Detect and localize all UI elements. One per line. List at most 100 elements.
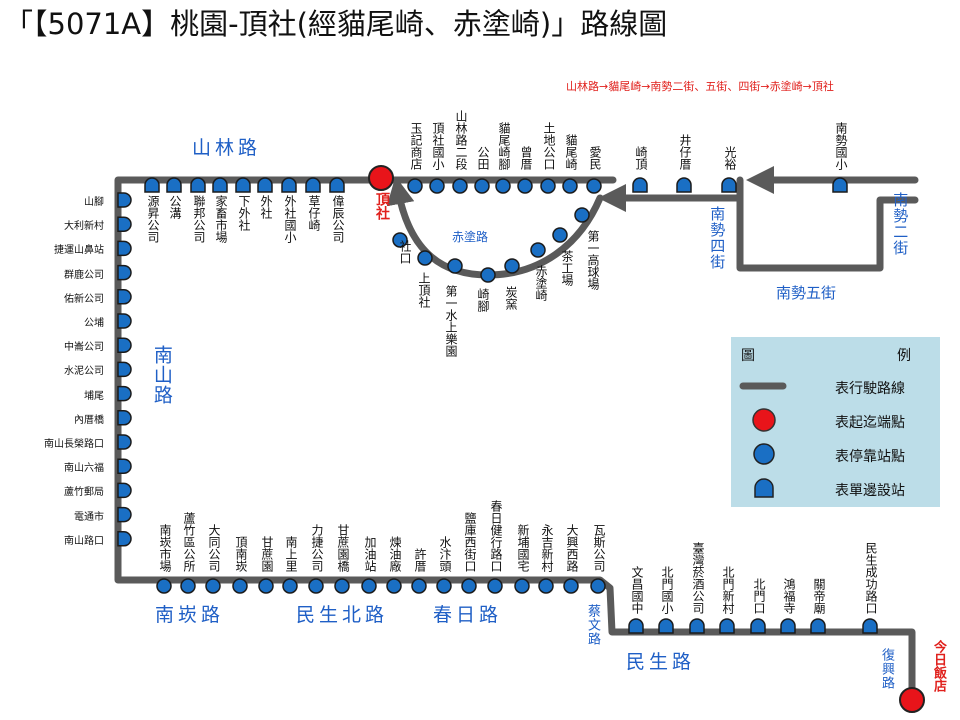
stop-label-bottom-10: 許厝 <box>413 548 427 572</box>
terminal-dot-icon <box>752 408 776 432</box>
stop-top-left-4 <box>235 177 251 193</box>
stop-loop-5 <box>530 242 546 258</box>
road-nanshan: 南山路 <box>150 345 173 405</box>
stop-label-top-right-9: 崎頂 <box>634 146 648 170</box>
stop-bottom-3 <box>232 578 248 594</box>
terminal-jinri-label: 今日飯店 <box>931 640 946 692</box>
stop-bottom-6 <box>308 578 324 594</box>
legend-label-route: 表行駛路線 <box>835 381 905 397</box>
stop-bottom-5 <box>282 578 298 594</box>
road-nantan: 南崁路 <box>155 604 225 626</box>
terminal-dots <box>368 165 925 713</box>
stop-label-loop-4: 炭窯 <box>504 286 518 310</box>
legend-title-left: 圖 <box>741 348 755 364</box>
single-side-stop-icon <box>754 478 774 498</box>
stop-label-top-right-5: 曾厝 <box>519 146 533 170</box>
stop-label-top-right-7: 貓尾崎 <box>564 134 578 170</box>
stop-bottom-right-0 <box>628 618 644 634</box>
stop-top-right-12 <box>832 177 848 193</box>
road-chitu: 赤塗路 <box>452 230 489 244</box>
stop-bottom-8 <box>361 578 377 594</box>
stop-top-right-10 <box>676 177 692 193</box>
stop-label-top-right-3: 公田 <box>476 146 490 170</box>
stop-label-bottom-right-5: 鴻福寺 <box>782 578 796 614</box>
stop-label-top-left-0: 源昇公司 <box>146 195 160 243</box>
route-note: 山林路→貓尾崎→南勢二街、五街、四街→赤塗崎→頂社 <box>566 80 834 93</box>
stop-label-top-right-4: 貓尾崎腳 <box>497 122 511 170</box>
stop-left-6 <box>117 337 132 353</box>
stop-top-left-0 <box>144 177 160 193</box>
stop-label-top-right-12: 南勢國小 <box>834 122 848 170</box>
stop-left-7 <box>117 361 132 378</box>
stop-bottom-10 <box>411 578 427 594</box>
legend-title-right: 例 <box>897 348 911 364</box>
stop-bottom-2 <box>205 578 221 594</box>
legend-icons <box>739 382 787 498</box>
stop-label-bottom-7: 甘蔗園橋 <box>336 524 350 572</box>
stop-label-left-6: 中崙公司 <box>64 342 104 354</box>
stop-left-13 <box>117 506 132 523</box>
stop-loop-6 <box>552 227 568 243</box>
stop-label-bottom-right-2: 臺灣菸酒公司 <box>691 542 705 614</box>
stop-top-right-3 <box>474 178 490 194</box>
legend: 圖 例 表行駛路線 表起迄端點 表停靠站點 表單邊設站 <box>731 337 940 507</box>
stop-label-bottom-11: 水汴頭 <box>438 536 452 572</box>
stop-top-right-0 <box>407 178 423 194</box>
stop-top-left-3 <box>212 177 228 193</box>
route-nanshi-line <box>736 176 919 272</box>
stop-bottom-17 <box>590 578 606 594</box>
stop-top-right-9 <box>632 177 648 193</box>
stop-bottom-12 <box>461 578 477 594</box>
stop-label-bottom-0: 南崁市場 <box>158 524 172 572</box>
stop-label-loop-7: 第一高球場 <box>586 230 600 290</box>
stop-left-5 <box>117 313 132 329</box>
stop-label-top-right-1: 頂社國小 <box>431 122 445 170</box>
stop-loop-1 <box>417 250 433 266</box>
stop-label-left-8: 埔尾 <box>84 390 104 402</box>
stop-label-top-right-8: 愛民 <box>588 146 602 170</box>
stop-label-loop-0: 社口 <box>398 240 412 264</box>
stop-label-top-left-8: 偉辰公司 <box>331 195 345 243</box>
stop-top-right-2 <box>452 178 468 194</box>
stop-label-top-right-6: 土地公口 <box>542 122 556 170</box>
stop-loop-0 <box>392 232 408 248</box>
road-minsheng-north: 民生北路 <box>296 604 389 626</box>
stop-label-bottom-13: 春日健行路口 <box>489 500 503 572</box>
stop-bottom-11 <box>436 578 452 594</box>
stop-bottom-right-2 <box>689 618 705 634</box>
stop-top-right-5 <box>517 178 533 194</box>
stop-label-top-left-6: 外社國小 <box>283 195 297 243</box>
stop-left-14 <box>117 531 132 547</box>
stop-top-left-5 <box>257 177 273 193</box>
stop-bottom-13 <box>487 578 503 594</box>
stop-left-8 <box>117 385 132 402</box>
stop-label-bottom-right-3: 北門新村 <box>721 566 735 614</box>
stop-label-left-4: 佑新公司 <box>64 293 104 305</box>
legend-label-terminal: 表起迄端點 <box>835 415 905 431</box>
stop-label-bottom-16: 大興西路 <box>565 524 579 572</box>
stop-label-loop-1: 上頂社 <box>417 272 431 308</box>
stop-bottom-right-1 <box>658 618 674 634</box>
stop-top-left-6 <box>281 177 297 193</box>
stop-label-bottom-right-0: 文昌國中 <box>630 566 644 614</box>
stop-bottom-1 <box>180 578 196 594</box>
stop-bottom-right-7 <box>862 618 878 634</box>
legend-label-stop: 表停靠站點 <box>835 449 905 465</box>
stop-bottom-4 <box>258 578 274 594</box>
stop-label-bottom-9: 煉油廠 <box>388 536 402 572</box>
stop-label-left-11: 南山六福 <box>64 463 104 475</box>
stop-bottom-15 <box>538 578 554 594</box>
stop-bottom-9 <box>386 578 402 594</box>
stop-label-left-13: 電通市 <box>74 511 104 523</box>
stop-loop-3 <box>480 267 496 283</box>
stop-loop-4 <box>504 258 520 274</box>
stop-label-loop-2: 第一水上樂園 <box>444 285 458 357</box>
stop-bottom-7 <box>334 578 350 594</box>
stop-left-10 <box>117 434 132 450</box>
stop-label-left-1: 大利新村 <box>64 221 104 233</box>
stop-top-right-8 <box>586 178 602 194</box>
stop-label-left-10: 南山長榮路口 <box>44 439 104 450</box>
road-minsheng: 民生路 <box>626 651 696 673</box>
stop-label-left-12: 蘆竹郵局 <box>64 487 104 499</box>
